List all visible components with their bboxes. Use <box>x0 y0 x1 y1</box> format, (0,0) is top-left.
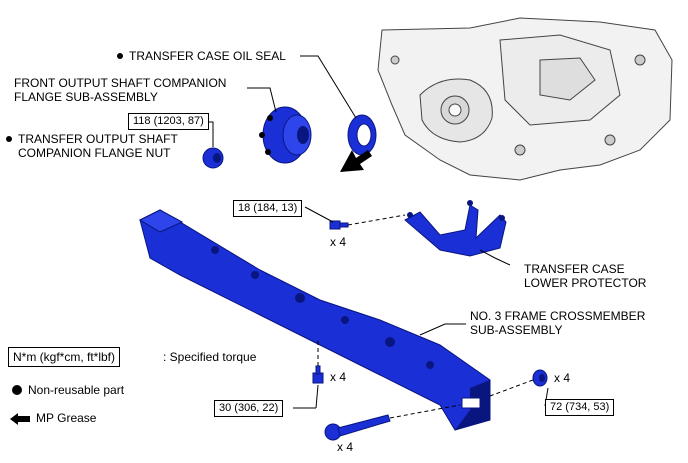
lower-protector-line2: LOWER PROTECTOR <box>524 276 647 290</box>
legend-mp-grease: MP Grease <box>10 411 96 425</box>
crossmember-nut-qty: x 4 <box>554 371 571 385</box>
legend-mp-grease-text: MP Grease <box>36 411 97 425</box>
non-reusable-dot-icon <box>6 135 12 142</box>
crossmember-line2: SUB-ASSEMBLY <box>470 323 563 337</box>
oil-seal-part <box>347 114 377 156</box>
crossmember-bolt-long-part <box>324 414 391 441</box>
companion-flange-part <box>259 106 312 164</box>
protector-bolt-qty: x 4 <box>330 235 347 249</box>
crossmember-line1: NO. 3 FRAME CROSSMEMBER <box>470 309 646 323</box>
legend-non-reusable: Non-reusable part <box>12 383 124 397</box>
companion-flange-label: FRONT OUTPUT SHAFT COMPANION FLANGE SUB-… <box>14 76 226 104</box>
non-reusable-legend-icon <box>12 384 22 395</box>
crossmember-bolt-upper-part <box>312 365 324 384</box>
flange-nut-line1: TRANSFER OUTPUT SHAFT <box>18 132 178 146</box>
lower-protector-label: TRANSFER CASE LOWER PROTECTOR <box>524 262 646 290</box>
flange-nut-label: TRANSFER OUTPUT SHAFT COMPANION FLANGE N… <box>6 132 178 160</box>
legend-torque-unit: N*m (kgf*cm, ft*lbf) <box>8 347 121 367</box>
oil-seal-label: TRANSFER CASE OIL SEAL <box>117 49 286 63</box>
lower-protector-line1: TRANSFER CASE <box>524 262 625 276</box>
companion-flange-line1: FRONT OUTPUT SHAFT COMPANION <box>14 76 227 90</box>
crossmember-bolt-upper-qty: x 4 <box>330 370 347 384</box>
non-reusable-dot-icon <box>117 52 123 59</box>
crossmember-nut-part <box>532 369 548 387</box>
crossmember-nut-torque: 72 (734, 53) <box>545 399 615 416</box>
legend-non-reusable-text: Non-reusable part <box>28 383 125 397</box>
crossmember-label: NO. 3 FRAME CROSSMEMBER SUB-ASSEMBLY <box>470 309 645 337</box>
flange-nut-part <box>202 147 224 169</box>
lower-protector-part <box>404 200 507 257</box>
mp-grease-legend-icon <box>10 412 30 425</box>
crossmember-part <box>138 209 491 431</box>
crossmember-bolt-torque: 30 (306, 22) <box>214 400 284 417</box>
flange-nut-torque: 118 (1203, 87) <box>128 113 209 130</box>
legend-torque-desc: : Specified torque <box>163 350 257 364</box>
mp-grease-arrow <box>340 150 372 172</box>
transfer-case-housing <box>377 17 673 181</box>
companion-flange-line2: FLANGE SUB-ASSEMBLY <box>14 90 158 104</box>
oil-seal-text: TRANSFER CASE OIL SEAL <box>129 49 286 63</box>
flange-nut-line2: COMPANION FLANGE NUT <box>18 146 171 160</box>
crossmember-bolt-long-qty: x 4 <box>337 440 354 454</box>
protector-bolt-torque: 18 (184, 13) <box>233 200 303 217</box>
